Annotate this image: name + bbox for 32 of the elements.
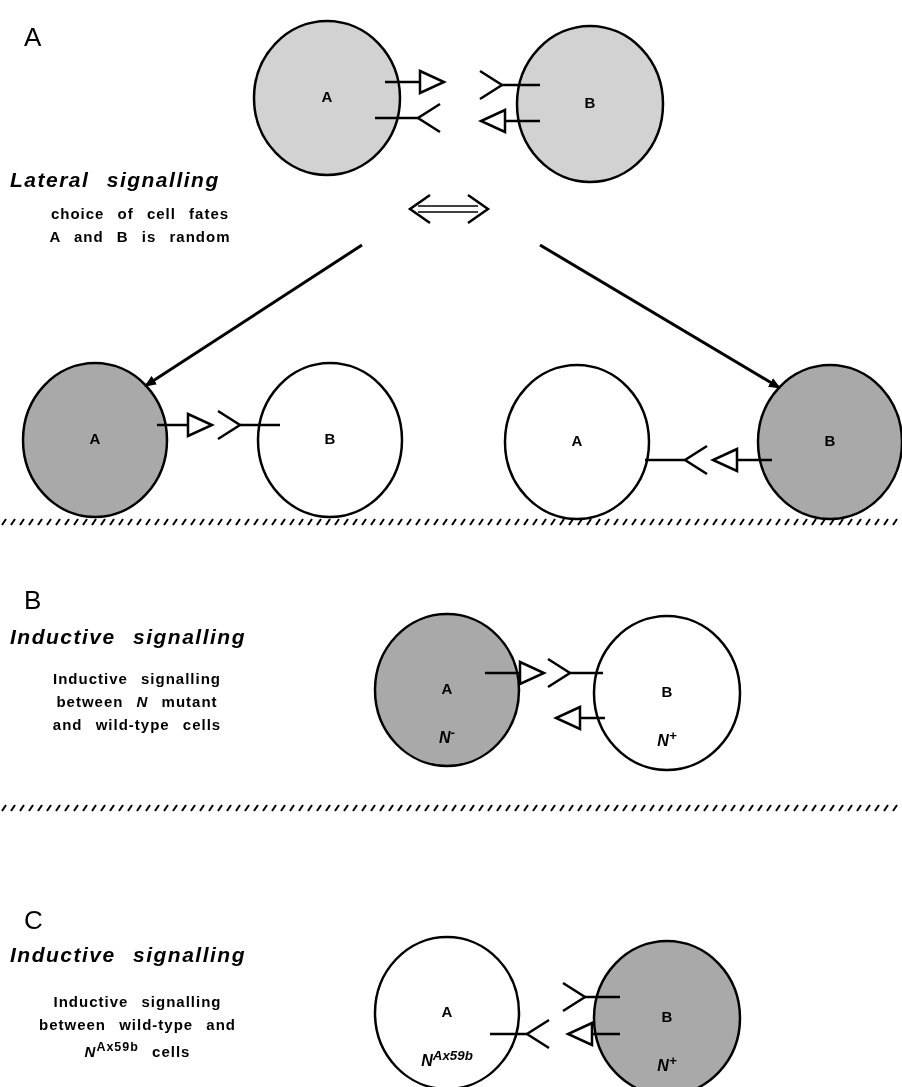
genotype-label: N$^{Ax59b}$ [421, 1048, 473, 1071]
genotype-label: N$^{+}$ [657, 1053, 677, 1076]
cell-label: A [571, 432, 583, 449]
description: Inductive signalling between wild-type and N$^{Ax59b}$ cells [38, 992, 237, 1062]
arrow [539, 243, 781, 389]
genotype-label: N$^{+}$ [657, 728, 677, 751]
description: Inductive signalling between N mutant and wild-type cells [51, 669, 223, 735]
panel-letter: B [24, 585, 42, 616]
cell-label: A [441, 680, 453, 697]
cell-circle [21, 361, 169, 519]
cell-label: B [824, 432, 836, 449]
cell-circle [373, 612, 521, 768]
genotype-label: N$^{-}$ [439, 725, 455, 748]
panel-letter: A [24, 22, 42, 53]
description: choice of cell fates A and B is random [48, 204, 232, 247]
arrow [144, 243, 363, 387]
heading: Inductive signalling [10, 943, 247, 967]
cell-circle [515, 24, 665, 184]
heading: Inductive signalling [10, 625, 247, 649]
cell-label: A [321, 88, 333, 105]
cell-label: B [661, 683, 673, 700]
cell-label: A [89, 430, 101, 447]
cell-label: A [441, 1003, 453, 1020]
cell-circle [256, 361, 404, 519]
cell-label: B [584, 94, 596, 111]
panel-letter: C [24, 905, 43, 936]
cell-circle [252, 19, 402, 177]
cell-circle [503, 363, 651, 521]
cell-label: B [661, 1008, 673, 1025]
heading: Lateral signalling [10, 168, 220, 192]
cell-label: B [324, 430, 336, 447]
cell-circle [592, 614, 742, 772]
